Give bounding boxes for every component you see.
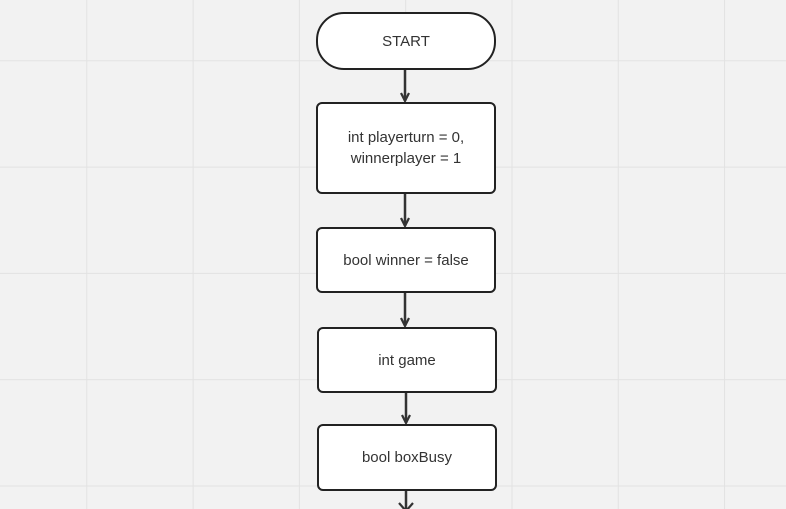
connector-arrowhead-partial (398, 502, 414, 509)
start-label: START (382, 32, 430, 50)
process-init-winner[interactable]: bool winner = false (316, 227, 496, 293)
declare-game-label: int game (378, 351, 436, 369)
start-terminal[interactable]: START (316, 12, 496, 70)
declare-boxbusy-label: bool boxBusy (361, 449, 453, 466)
init-playerturn-label: int playerturn = 0, winnerplayer = 1 (347, 129, 465, 167)
process-declare-game[interactable]: int game (317, 327, 497, 393)
init-winner-label: bool winner = false (343, 251, 469, 269)
process-declare-boxbusy[interactable]: bool boxBusy (317, 424, 497, 491)
process-init-playerturn[interactable]: int playerturn = 0, winnerplayer = 1 (316, 102, 496, 194)
